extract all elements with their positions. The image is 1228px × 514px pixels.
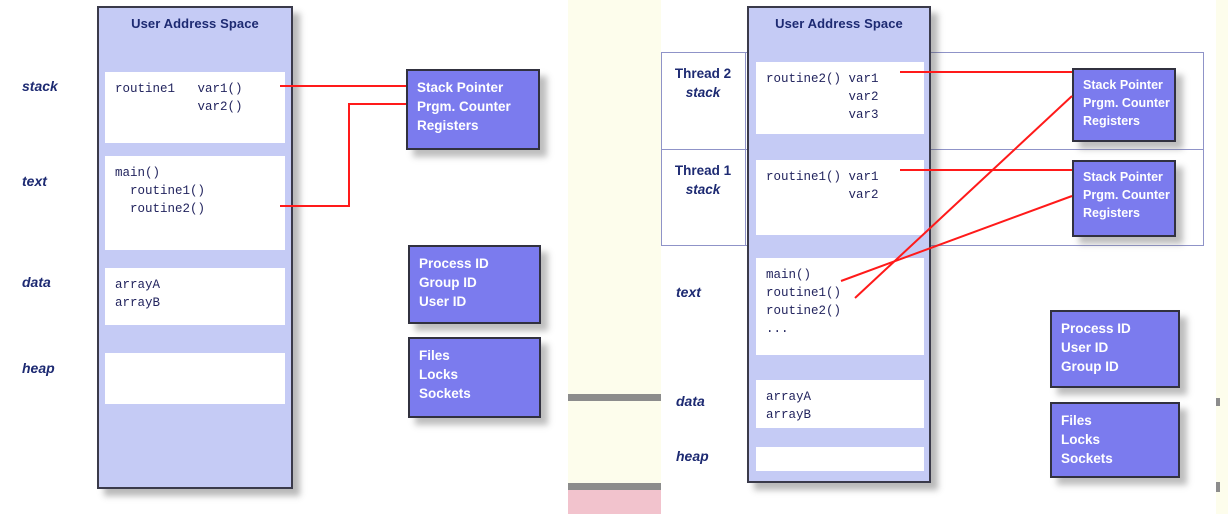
background-bar-gray-upper <box>568 394 661 401</box>
left-section-label-heap: heap <box>22 360 55 376</box>
left-section-label-text: text <box>22 173 47 189</box>
right-thread-1-name: Thread 1 <box>674 163 732 178</box>
left-pane-heap <box>105 353 285 404</box>
right-pane-heap <box>756 447 924 471</box>
right-thread-table-row-divider <box>661 149 1204 150</box>
background-band-right-edge <box>1216 0 1228 514</box>
right-thread-label-1: Thread 1 stack <box>663 161 743 199</box>
right-thread-table-col-divider <box>745 52 746 246</box>
right-section-label-text: text <box>676 284 701 300</box>
right-section-label-data: data <box>676 393 705 409</box>
background-tick-right-lower <box>1216 482 1220 492</box>
right-pane-thread2-stack: routine2() var1 var2 var3 <box>756 62 924 134</box>
background-bar-gray-lower <box>568 483 661 490</box>
right-pane-data: arrayA arrayB <box>756 380 924 428</box>
left-address-space-title: User Address Space <box>131 16 259 31</box>
left-pane-stack: routine1 var1() var2() <box>105 72 285 143</box>
right-thread-label-2: Thread 2 stack <box>663 64 743 102</box>
right-thread-2-stack-label: stack <box>685 85 721 100</box>
right-pane-text: main() routine1() routine2() ... <box>756 258 924 355</box>
left-section-label-data: data <box>22 274 51 290</box>
left-pane-text: main() routine1() routine2() <box>105 156 285 250</box>
right-thread-1-stack-label: stack <box>685 182 721 197</box>
background-band-pink <box>568 490 661 514</box>
right-section-label-heap: heap <box>676 448 709 464</box>
background-tick-right-upper <box>1216 398 1220 406</box>
background-band-cream <box>568 0 661 514</box>
right-pane-thread1-stack: routine1() var1 var2 <box>756 160 924 235</box>
right-box-process-resources: Files Locks Sockets <box>1050 402 1180 478</box>
left-box-process-ids: Process ID Group ID User ID <box>408 245 541 324</box>
right-box-thread2-registers: Stack Pointer Prgm. Counter Registers <box>1072 68 1176 142</box>
right-address-space-title: User Address Space <box>775 16 903 31</box>
left-section-label-stack: stack <box>22 78 58 94</box>
left-box-process-resources: Files Locks Sockets <box>408 337 541 418</box>
right-thread-2-name: Thread 2 <box>674 66 732 81</box>
left-box-thread-registers: Stack Pointer Prgm. Counter Registers <box>406 69 540 150</box>
left-pane-data: arrayA arrayB <box>105 268 285 325</box>
right-box-thread1-registers: Stack Pointer Prgm. Counter Registers <box>1072 160 1176 237</box>
right-box-process-ids: Process ID User ID Group ID <box>1050 310 1180 388</box>
